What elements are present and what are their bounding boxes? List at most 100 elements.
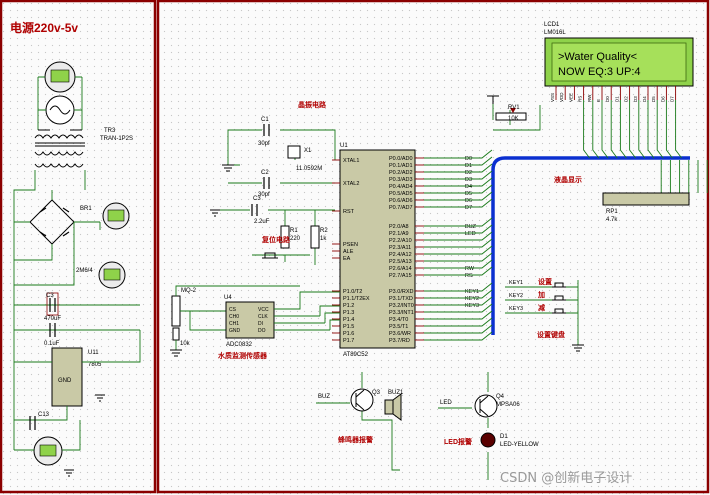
lcd-pin-label: VEE	[568, 93, 573, 102]
led-diode	[480, 432, 496, 448]
sensor-res-value: 10k	[180, 341, 191, 347]
lcd-pin-label: D7	[670, 96, 675, 102]
bus-stub-wire	[424, 245, 493, 255]
bus-stub-wire	[424, 259, 493, 269]
led-q-value: MPSA06	[496, 402, 520, 408]
mcu-left-pin-label: P1.3	[343, 310, 354, 316]
led-ref: D1	[500, 434, 508, 440]
key-button-1[interactable]	[552, 282, 566, 288]
bus-stub-wire	[424, 310, 493, 320]
key-net-label: KEY1	[509, 280, 523, 286]
potentiometer[interactable]	[495, 108, 527, 121]
resistor-pack	[602, 192, 690, 206]
mcu-left-pin-label: P1.4	[343, 317, 354, 323]
lcd-pin-label: VSS	[550, 93, 555, 102]
adc-ref: U4	[224, 295, 232, 301]
lcd-model: LM016L	[544, 30, 566, 36]
mcu-right-pin-label: P0.0/AD0	[389, 156, 413, 162]
key-function-label: 加	[537, 290, 545, 299]
mcu-right-pin-label: P0.5/AD5	[389, 191, 413, 197]
lcd-pin-label: D2	[624, 96, 629, 102]
mcu-right-pin-label: P2.6/A14	[389, 266, 412, 272]
capacitor-470uf	[46, 292, 59, 316]
c3-ref: C3	[253, 196, 261, 202]
capacitor-c2	[263, 177, 270, 189]
capacitor-c1	[263, 124, 270, 136]
mcu-right-pin-label: P0.6/AD6	[389, 198, 413, 204]
bus-stub-wire	[424, 303, 493, 313]
mcu-net-label: D6	[465, 198, 472, 204]
buzzer-q: Q3	[372, 390, 381, 396]
lcd-bus-wire	[583, 100, 590, 159]
ac-source	[45, 95, 75, 125]
key-button-3[interactable]	[552, 308, 566, 314]
mcu-right-pin-label: P2.3/A11	[389, 245, 411, 251]
bus-stub-wire	[424, 331, 493, 341]
mcu-left-pin-label: EA	[343, 256, 351, 262]
adc-right-pin-label: DI	[258, 321, 263, 327]
mcu-left-pin-label: P1.2	[343, 303, 354, 309]
gas-sensor	[171, 295, 181, 327]
reg-ref: U11	[88, 350, 99, 356]
data-bus	[491, 156, 690, 335]
adc-right-pin-label: VCC	[258, 307, 269, 313]
mcu-right-pin-label: P0.4/AD4	[389, 184, 413, 190]
lcd-bus-wire	[601, 100, 609, 159]
buzzer-label: 蜂鸣器报警	[338, 435, 373, 444]
bus-stub-wire	[424, 224, 493, 234]
cap-470-value: 470uF	[44, 316, 61, 322]
mcu-left-pin-label: P1.7	[343, 338, 354, 344]
bus-stub-wire	[424, 177, 493, 187]
mcu-right-pin-label: P2.2/A10	[389, 238, 412, 244]
mcu-right-pin-label: P2.4/A12	[389, 252, 412, 258]
adc-right-pin-label: CLK	[258, 314, 268, 320]
lcd-vcc	[487, 95, 499, 104]
r1-ref: R1	[290, 228, 298, 234]
crystal-oscillator	[287, 145, 301, 159]
sensor-resistor	[172, 327, 180, 341]
mcu-chip	[339, 149, 416, 349]
buzzer-net: BUZ	[318, 394, 330, 400]
key-net-label: KEY3	[509, 306, 523, 312]
mcu-right-pin-label: P0.3/AD3	[389, 177, 413, 183]
lcd-module	[544, 37, 694, 87]
adc-left-pin-label: CH0	[229, 314, 239, 320]
key-function-label: 减	[538, 303, 545, 312]
crystal-title: 晶振电路	[298, 100, 327, 109]
mcu-net-label: LED	[465, 231, 476, 237]
mcu-net-label: RS	[465, 273, 473, 279]
mcu-net-label: KEY3	[465, 303, 479, 309]
x1-ref: X1	[304, 148, 312, 154]
lcd-pin-label: RS	[578, 96, 583, 102]
bridge-rectifier	[29, 199, 75, 245]
mcu-right-pin-label: P3.6/WR	[389, 331, 411, 337]
mcu-left-pin-label: XTAL2	[343, 181, 359, 187]
output-voltmeter	[33, 436, 63, 466]
power-section-frame	[0, 0, 157, 494]
mcu-net-label: KEY1	[465, 289, 479, 295]
cap-01-value: 0.1uF	[44, 341, 60, 347]
adc-left-pin-label: CS	[229, 307, 237, 313]
key-button-2[interactable]	[552, 295, 566, 301]
mcu-net-label: D3	[465, 177, 472, 183]
adc-chip	[225, 301, 275, 339]
bus-stub-wire	[424, 163, 493, 173]
mcu-right-pin-label: P0.7/AD7	[389, 205, 413, 211]
mcu-right-pin-label: P3.1/TXD	[389, 296, 413, 302]
reset-button[interactable]	[262, 252, 278, 259]
mcu-net-label: D2	[465, 170, 472, 176]
sensor-name: MQ-2	[181, 288, 197, 294]
mcu-net-label: RW	[465, 266, 475, 272]
dc-voltmeter-1	[102, 202, 130, 230]
mcu-net-label: D0	[465, 156, 472, 162]
bus-stub-wire	[424, 289, 493, 299]
capacitor-0.1uf	[49, 323, 56, 337]
lcd-bus-wire	[647, 100, 655, 159]
c1-ref: C1	[261, 117, 269, 123]
bus-stub-wire	[424, 191, 493, 201]
main-section-frame	[156, 0, 710, 494]
bus-stub-wire	[424, 266, 493, 276]
